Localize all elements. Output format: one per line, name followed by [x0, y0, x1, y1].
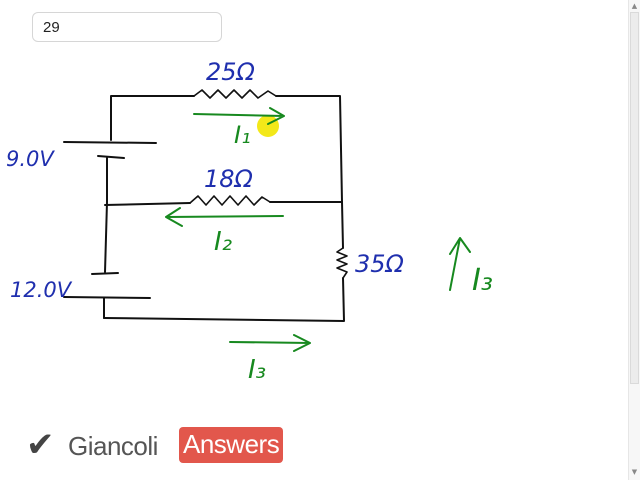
- arrow-i1: [193, 107, 285, 125]
- battery-12v-long-plate: [63, 296, 151, 299]
- battery-9v-short-plate: [97, 155, 125, 159]
- page-number: 29: [43, 19, 60, 36]
- logo-word-answers: Answers: [179, 427, 284, 463]
- resistor-35-zigzag: [336, 247, 348, 279]
- scroll-down-arrow-icon[interactable]: ▼: [631, 468, 638, 476]
- wire-top-left: [110, 95, 195, 141]
- wire-right-lower: [103, 277, 345, 322]
- arrow-i2: [165, 207, 284, 227]
- label-9v: 9.0V: [6, 147, 55, 171]
- highlight-cursor: [257, 115, 279, 137]
- label-i3-right: I₃: [472, 263, 493, 298]
- page-number-box[interactable]: 29: [32, 12, 222, 42]
- scrollbar-thumb[interactable]: [630, 12, 639, 384]
- arrow-i3-bottom: [229, 334, 311, 352]
- label-35-ohm: 35Ω: [355, 250, 405, 278]
- label-i1: I₁: [234, 121, 251, 149]
- arrow-i3-right: [449, 237, 471, 291]
- giancoli-answers-logo: ✔ Giancoli Answers: [26, 425, 306, 465]
- resistor-18-zigzag: [189, 195, 271, 206]
- wire-left-mid: [104, 157, 108, 273]
- wire-right-upper: [341, 201, 344, 249]
- logo-word-giancoli: Giancoli: [68, 431, 158, 461]
- label-18-ohm: 18Ω: [204, 165, 254, 193]
- resistor-25-zigzag: [193, 89, 277, 99]
- wire-mid-left: [104, 202, 191, 206]
- scroll-up-arrow-icon[interactable]: ▲: [631, 2, 638, 10]
- vertical-scrollbar[interactable]: ▲ ▼: [628, 0, 640, 480]
- wire-top-right: [275, 95, 343, 203]
- battery-9v-long-plate: [63, 141, 157, 144]
- check-icon: ✔: [26, 425, 55, 465]
- label-25-ohm: 25Ω: [206, 58, 256, 86]
- battery-12v-short-plate: [91, 272, 119, 275]
- label-i2: I₂: [214, 227, 232, 257]
- label-12v: 12.0V: [10, 278, 73, 302]
- label-i3-bottom: I₃: [248, 355, 266, 385]
